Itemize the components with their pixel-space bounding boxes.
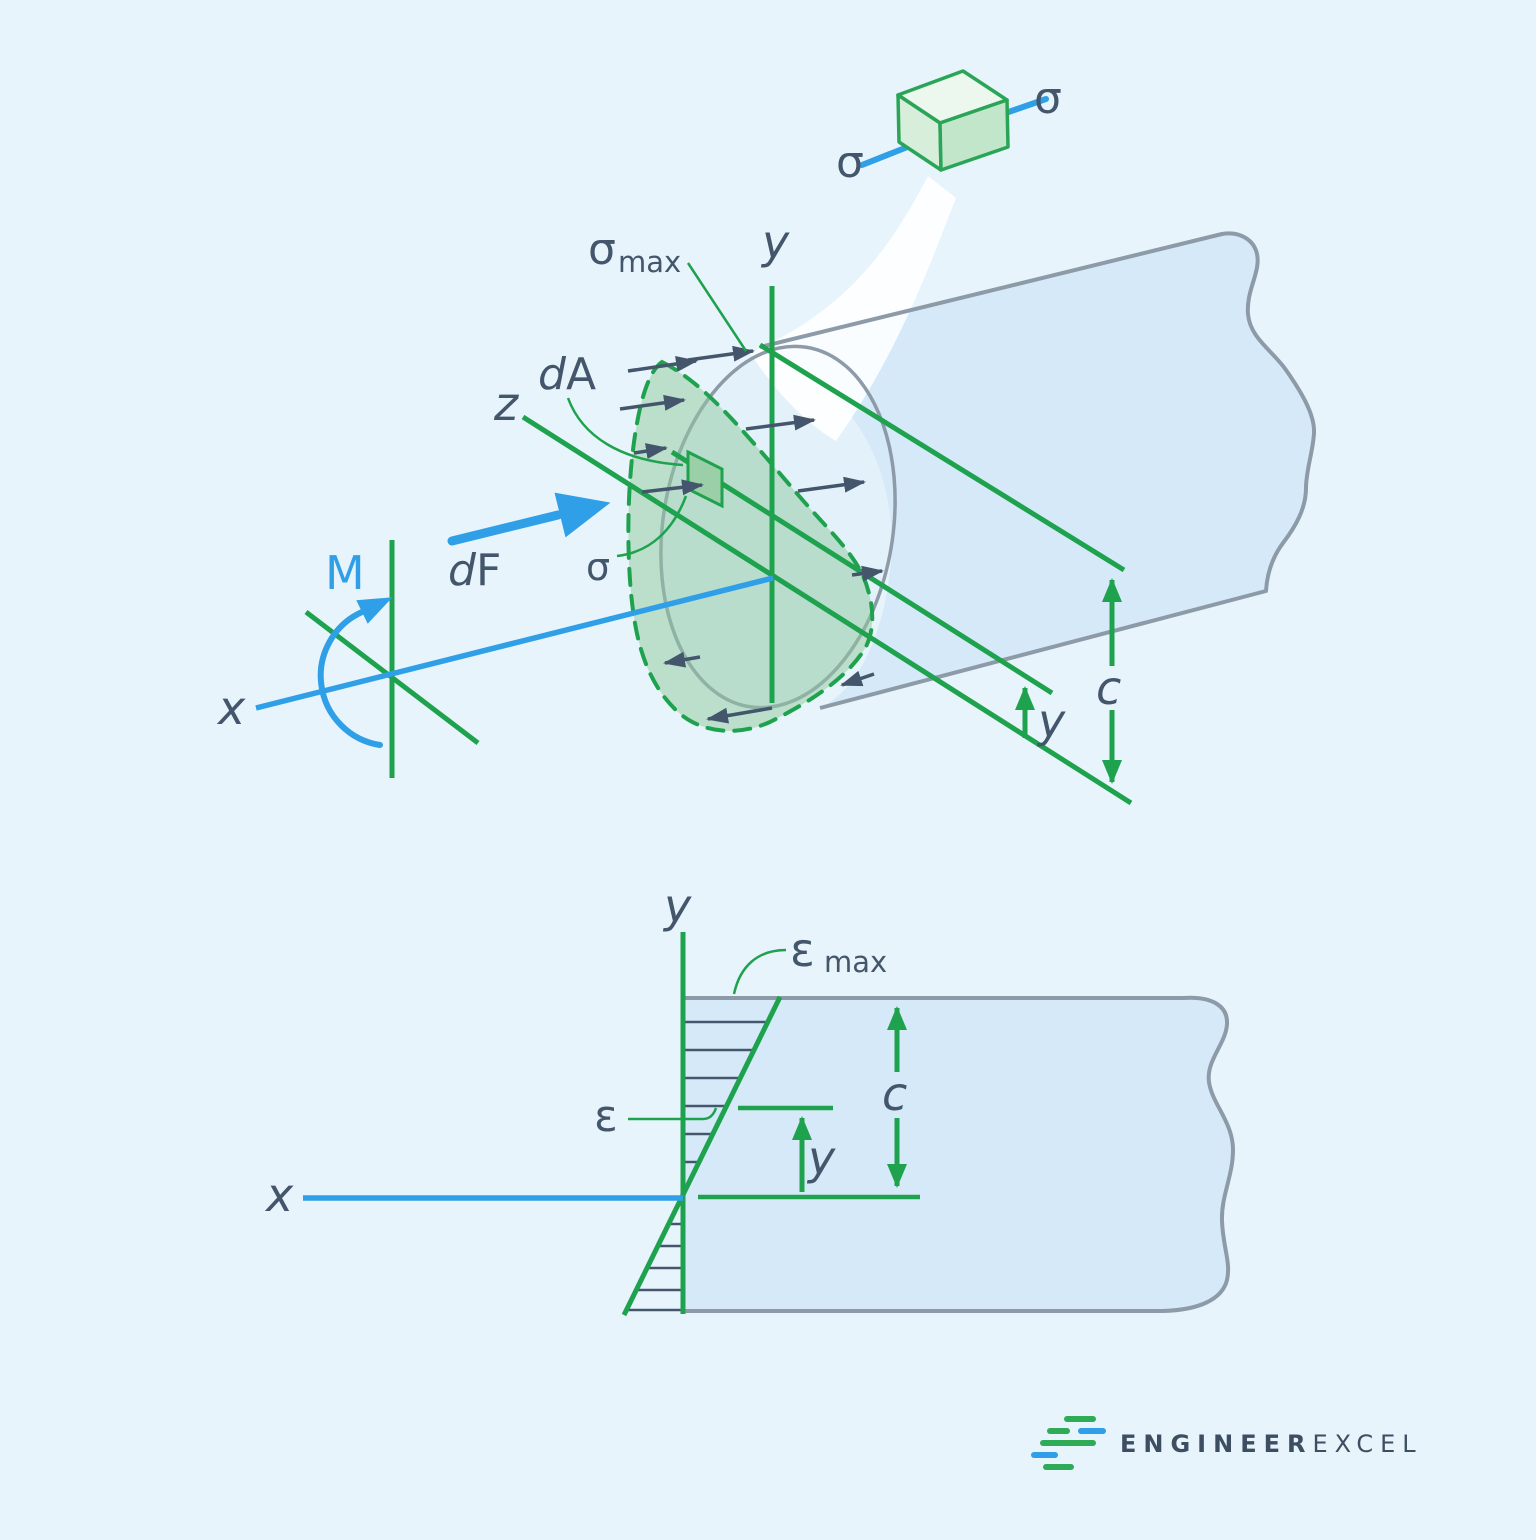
- brand-logo: ENGINEEREXCEL: [1031, 1416, 1423, 1470]
- logo-wordmark: ENGINEEREXCEL: [1120, 1430, 1423, 1458]
- c-dimension-label: c: [882, 1067, 907, 1121]
- dA-leader: [566, 397, 684, 467]
- sigma-max-label: σ: [588, 224, 616, 275]
- moment-arc: [317, 609, 383, 748]
- sigma-element-label: σ: [586, 545, 610, 589]
- dA-label: dA: [538, 349, 596, 400]
- epsilon-label: ε: [594, 1091, 618, 1142]
- cube-right-face: [938, 98, 1010, 172]
- y-dimension-label: y: [806, 1131, 836, 1185]
- moment-label: M: [325, 546, 365, 600]
- strain-distribution-line: [621, 995, 783, 1317]
- epsilon-max-label: ε: [790, 923, 815, 977]
- epsilon-max-leader: [732, 948, 787, 995]
- dF-label: dF: [448, 545, 501, 596]
- epsilon-leader: [628, 1107, 718, 1121]
- strain-hatch-lines: [627, 1020, 767, 1312]
- sigma-max-leader: [686, 262, 748, 352]
- z-axis-line: [521, 414, 1133, 806]
- stress-element: [859, 69, 1049, 172]
- y-axis-label: y: [760, 215, 790, 269]
- sigma-left-label: σ: [836, 137, 864, 188]
- c-label-mask: [876, 1072, 920, 1118]
- logo-bars-icon: [1031, 1416, 1106, 1470]
- x-axis-label: x: [216, 681, 246, 735]
- moment-arrowhead: [356, 597, 393, 624]
- beam-side-view: [681, 995, 1236, 1313]
- y-dimension-label: y: [1036, 694, 1066, 748]
- beam-outline: [759, 231, 1317, 710]
- beam-body: [760, 233, 1315, 708]
- df-arrow: [447, 492, 611, 546]
- top-diagram: σ σ σ max y z x M dA dF σ c y: [216, 69, 1317, 806]
- c-top-reference-line: [758, 342, 1126, 573]
- highlight-swoosh: [750, 176, 956, 441]
- sigma-max-subscript: max: [618, 245, 681, 279]
- sigma-right-label: σ: [1034, 73, 1062, 124]
- z-axis-label: z: [493, 377, 519, 431]
- sigma-small-leader: [616, 495, 688, 558]
- c-dimension-label: c: [1096, 661, 1121, 715]
- stress-arrows: [619, 345, 884, 724]
- x-axis-line: [255, 575, 774, 711]
- bottom-diagram: y ε max ε c y x: [264, 879, 1236, 1317]
- x-axis-label: x: [264, 1168, 294, 1222]
- epsilon-max-subscript: max: [824, 945, 887, 979]
- c-label-mask: [1092, 666, 1134, 710]
- y-axis-label: y: [662, 879, 692, 933]
